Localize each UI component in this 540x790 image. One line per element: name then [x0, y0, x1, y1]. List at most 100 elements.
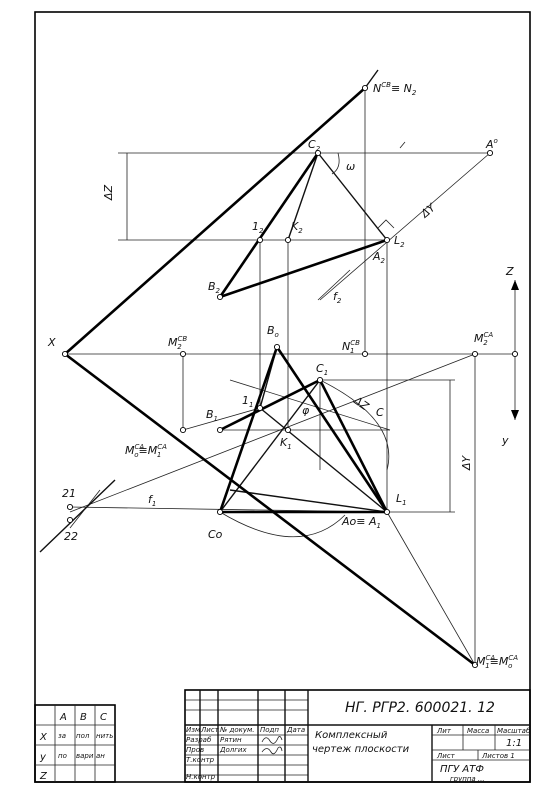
label-c: C [376, 406, 384, 419]
label-1-1: 1 [242, 394, 249, 407]
svg-text:C1: C1 [316, 362, 328, 377]
label-n: N [373, 82, 381, 95]
y-axis-arrow [511, 410, 519, 420]
side-table: A B C X за пол нить y по вари ан Z [34, 704, 116, 783]
row-nkontr: Н.контр [186, 773, 216, 781]
label-k2: K [291, 220, 299, 233]
svg-text:Ao≡ A1: Ao≡ A1 [341, 515, 381, 530]
col-scale: Масштаб [497, 727, 531, 735]
label-m2ca: M [474, 332, 484, 345]
svg-text:K1: K1 [280, 436, 292, 451]
bold-lines [39, 69, 476, 667]
doc-title-line2: чертеж плоскости [312, 744, 410, 755]
drawing-frame [34, 11, 531, 783]
label-k1: K [280, 436, 288, 449]
right-angle-mark [377, 219, 395, 229]
construction-lines [65, 88, 516, 666]
doc-title-line1: Комплексный [315, 730, 388, 741]
side-table-cell: за [58, 732, 66, 740]
svg-text:f2: f2 [333, 290, 342, 305]
svg-text:K2: K2 [291, 220, 303, 235]
label-l2: L [394, 234, 400, 247]
svg-text:L1: L1 [396, 492, 407, 507]
svg-text:B2: B2 [208, 280, 221, 295]
razrab-name: Рятин [220, 736, 242, 744]
hdr-data: Дата [286, 726, 305, 734]
side-table-cell: пол [76, 732, 90, 740]
side-table-axis-y: y [39, 752, 47, 763]
side-table-header-b: B [80, 712, 87, 723]
side-table-cell: нить [96, 732, 113, 740]
side-table-axis-z: Z [39, 771, 48, 782]
label-b1: B [206, 408, 214, 421]
label-c2: C [308, 138, 316, 151]
z-axis-arrow [511, 280, 519, 290]
svg-text:L2: L2 [394, 234, 405, 249]
label-omega: ω [346, 160, 355, 173]
label-b0: B [267, 324, 275, 337]
label-b2: B [208, 280, 216, 293]
scale-value: 1:1 [506, 738, 522, 749]
svg-text:11: 11 [242, 394, 253, 409]
label-21: 21 [62, 487, 76, 500]
org-label: ПГУ АТФ [440, 764, 484, 775]
hdr-izm: Изм [186, 726, 201, 734]
hdr-doc: № докум. [219, 726, 255, 734]
label-l1: L [396, 492, 402, 505]
row-prov: Пров [186, 746, 204, 754]
label-m2cb: M [168, 336, 178, 349]
svg-text:C2: C2 [308, 138, 321, 153]
col-lit: Лит [436, 727, 452, 735]
doc-code: НГ. РГР2. 600021. 12 [345, 700, 495, 716]
label-f2: f [333, 290, 339, 303]
label-dy-top: ΔY [418, 200, 439, 221]
row-tkontr: Т.контр [186, 756, 215, 764]
label-dz-mid: ΔZ [350, 393, 371, 413]
label-n1cb: N [342, 340, 350, 353]
label-c0: Co [208, 528, 223, 541]
points [61, 84, 519, 669]
prov-name: Долгих [219, 746, 247, 754]
side-table-cell: ан [96, 752, 105, 760]
svg-text:f1: f1 [148, 493, 156, 508]
label-dy-mid: ΔY [460, 454, 473, 471]
col-mass: Масса [467, 727, 489, 735]
label-m1-m0: M [476, 655, 486, 668]
svg-text:A2: A2 [372, 250, 386, 265]
label-f1: f [148, 493, 154, 506]
svg-text:B1: B1 [206, 408, 218, 423]
side-table-axis-x: X [39, 732, 48, 743]
medium-lines [219, 152, 388, 513]
side-table-header-a: A [59, 712, 67, 723]
side-table-cell: по [58, 752, 67, 760]
label-a0: A [485, 138, 494, 151]
side-table-cell: вари [76, 752, 94, 760]
sheets-label: Листов 1 [481, 752, 515, 760]
omega-arc [331, 152, 340, 175]
svg-text:12: 12 [252, 220, 264, 235]
label-y-axis: y [501, 434, 509, 447]
svg-text:Bo: Bo [267, 324, 279, 339]
signature-razrab [261, 736, 283, 744]
side-table-header-c: C [100, 712, 107, 723]
label-z-axis: Z [505, 265, 514, 278]
svg-text:Ao: Ao [485, 137, 498, 151]
sheet-label: Лист [436, 752, 456, 760]
label-phi: φ [302, 404, 310, 417]
hdr-podp: Подп [260, 726, 279, 734]
group-label: группа ... [450, 775, 485, 783]
label-22: 22 [64, 530, 78, 543]
title-block: НГ. РГР2. 600021. 12 Комплексный чертеж … [184, 689, 531, 783]
label-c1: C [316, 362, 324, 375]
label-a2: A [372, 250, 381, 263]
signature-prov [261, 746, 283, 755]
point-labels: NCB≡ N2 C2 Ao ω ΔZ ΔY 12 K2 L2 A2 B2 f2 … [47, 81, 518, 670]
label-a0-a1: Ao≡ A [341, 515, 377, 528]
label-x-axis: X [47, 336, 56, 349]
